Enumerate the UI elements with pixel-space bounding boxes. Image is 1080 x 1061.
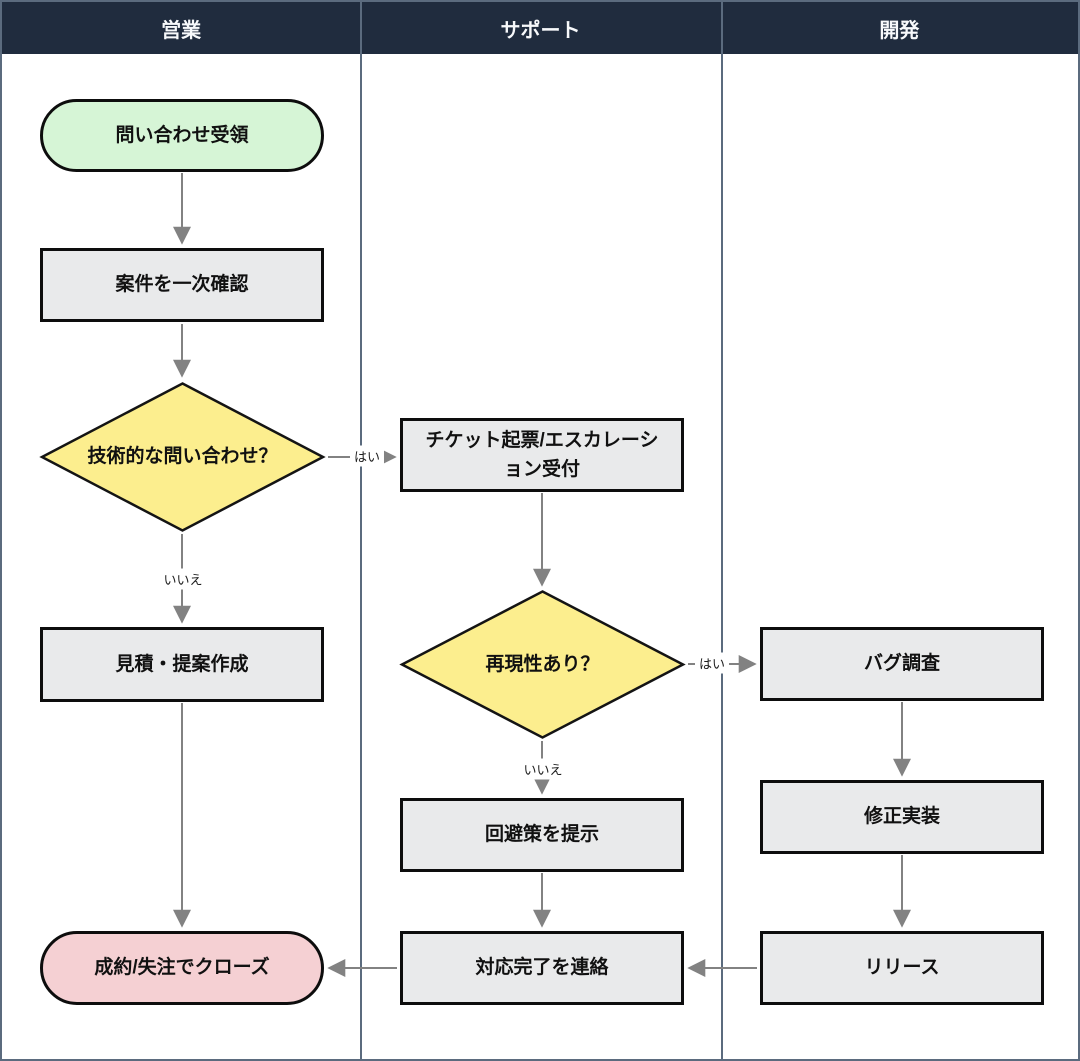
- node-fix-implementation: 修正実装: [760, 780, 1044, 854]
- node-initial-check: 案件を一次確認: [40, 248, 324, 322]
- node-end-close: 成約/失注でクローズ: [40, 931, 324, 1005]
- node-label: 修正実装: [863, 806, 940, 828]
- node-decision-is-technical: 技術的な問い合わせ？: [39, 381, 326, 533]
- lane-title: 開発: [879, 19, 920, 42]
- node-ticket-escalation: チケット起票/エスカレーション受付: [400, 418, 684, 492]
- node-label: 再現性あり？: [485, 653, 600, 675]
- node-notify-complete: 対応完了を連絡: [400, 931, 684, 1005]
- node-label: 対応完了を連絡: [475, 957, 609, 979]
- node-label: リリース: [864, 957, 940, 979]
- node-label: 回避策を提示: [484, 824, 599, 846]
- node-label: チケット起票/エスカレーション受付: [425, 429, 659, 480]
- node-bug-investigation: バグ調査: [760, 627, 1044, 701]
- node-decision-reproducible: 再現性あり？: [399, 589, 686, 740]
- lane-header-support: サポート: [360, 2, 721, 54]
- node-quote-proposal: 見積・提案作成: [40, 627, 324, 702]
- lane-title: サポート: [500, 19, 581, 42]
- node-label: 成約/失注でクローズ: [94, 957, 270, 979]
- edge-label-yes: はい: [349, 445, 385, 467]
- node-release: リリース: [760, 931, 1044, 1005]
- lane-divider: [721, 2, 723, 1059]
- node-start-inquiry-received: 問い合わせ受領: [40, 99, 324, 172]
- lane-header-dev: 開発: [720, 2, 1078, 54]
- node-label: バグ調査: [863, 653, 940, 675]
- diamond-shape: [399, 590, 686, 739]
- lane-title: 営業: [161, 19, 202, 42]
- node-label: 案件を一次確認: [115, 274, 249, 296]
- diamond-shape: [39, 382, 326, 532]
- node-label: 見積・提案作成: [115, 653, 249, 675]
- edge-label-no: いいえ: [519, 758, 567, 780]
- edge-label-no: いいえ: [159, 568, 207, 590]
- node-label: 技術的な問い合わせ？: [87, 446, 278, 468]
- lane-header-sales: 営業: [2, 2, 361, 54]
- node-workaround: 回避策を提示: [400, 798, 684, 872]
- lane-header-row: 営業 サポート 開発: [2, 2, 1078, 54]
- edge-label-yes: はい: [694, 652, 730, 674]
- lane-divider: [360, 2, 362, 1059]
- node-label: 問い合わせ受領: [115, 124, 249, 146]
